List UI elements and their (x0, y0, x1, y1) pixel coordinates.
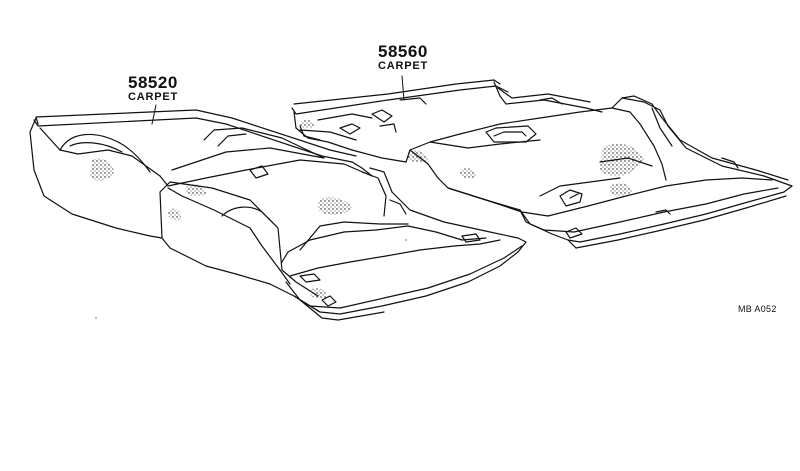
rear-carpet-drawing (291, 79, 793, 249)
part-number: 58520 (128, 73, 178, 92)
part-number: 58560 (378, 42, 428, 61)
part-callout-58520: 58520 CARPET (128, 74, 178, 103)
part-name: CARPET (128, 91, 179, 103)
leader-line-58520 (151, 104, 157, 125)
front-carpet-drawing (29, 109, 527, 321)
catalog-code: MB A052 (738, 304, 777, 314)
part-callout-58560: 58560 CARPET (378, 43, 428, 72)
leader-line-58560 (401, 75, 405, 101)
part-name: CARPET (378, 60, 429, 72)
